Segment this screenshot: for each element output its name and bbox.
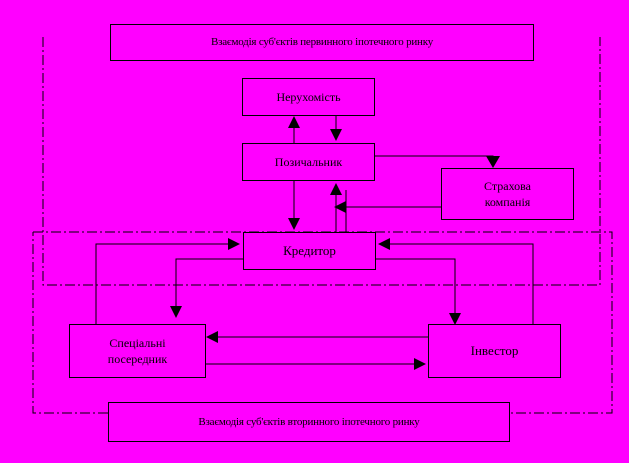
primary-market-label: Взаємодія суб'єктів первинного іпотечног… — [210, 36, 434, 49]
node-investor-label: Інвестор — [470, 343, 519, 359]
arrow-head-borrower-top — [330, 129, 342, 141]
arrow-head-creditor-right — [378, 238, 390, 250]
arrow-investor-to-creditor — [387, 243, 534, 324]
secondary-market-label: Взаємодія суб'єктів вторинного іпотечног… — [198, 415, 420, 428]
node-insurer-line2: компанія — [484, 195, 531, 209]
arrow-insurer-to-borrower — [335, 192, 441, 208]
arrow-head-creditor-top — [288, 218, 300, 230]
arrow-head-borrower-bottom — [330, 183, 342, 195]
arrow-creditor-to-investor — [375, 258, 456, 318]
arrow-creditor-to-association — [175, 258, 243, 310]
arrow-association-to-creditor — [95, 243, 232, 324]
arrow-head-investor — [449, 313, 461, 325]
arrow-head-investor-left — [414, 358, 426, 370]
arrow-head-insurer — [486, 156, 500, 168]
node-property: Нерухомість — [242, 78, 375, 116]
node-borrower-label: Позичальник — [274, 154, 343, 169]
primary-market-frame — [42, 37, 601, 286]
node-association-line1: Спеціальні — [109, 335, 166, 350]
arrow-head-creditor-left — [228, 238, 240, 250]
arrow-head-association-right — [206, 331, 218, 343]
node-association-line2: посередник — [107, 352, 168, 366]
node-creditor-label: Кредитор — [283, 243, 336, 259]
secondary-market-label-box: Взаємодія суб'єктів вторинного іпотечног… — [108, 402, 510, 442]
node-property-label: Нерухомість — [276, 89, 341, 104]
node-association: Спеціальні посередник — [69, 324, 206, 378]
node-insurer-line1: Страхова — [484, 178, 531, 193]
node-insurer: Страхова компанія — [441, 168, 574, 220]
node-investor: Інвестор — [428, 324, 561, 378]
primary-market-label-box: Взаємодія суб'єктів первинного іпотечног… — [110, 24, 534, 61]
node-borrower: Позичальник — [242, 143, 375, 181]
arrow-head-property — [288, 116, 300, 128]
arrow-head-association — [170, 306, 182, 318]
arrow-head-borrower-right — [334, 201, 346, 213]
arrow-borrower-to-insurer — [375, 155, 494, 162]
node-creditor: Кредитор — [243, 232, 376, 270]
